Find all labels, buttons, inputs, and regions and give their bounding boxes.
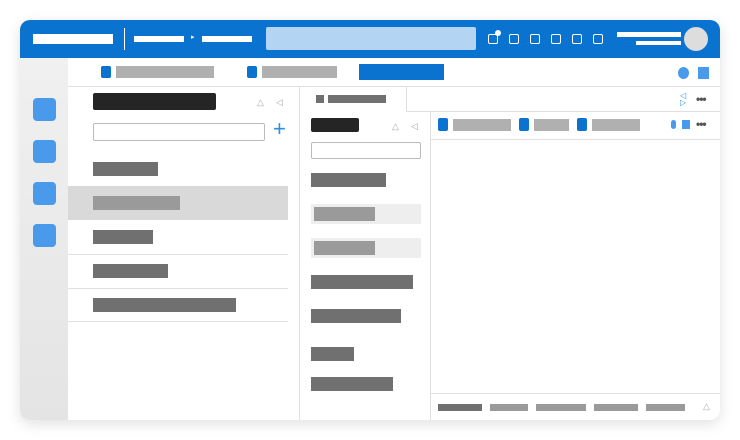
square-icon[interactable] <box>698 67 709 79</box>
status-item[interactable] <box>490 404 528 411</box>
user-name <box>617 32 681 37</box>
bell-dot-icon[interactable] <box>488 34 498 44</box>
user-org <box>636 41 681 45</box>
list-item-label <box>93 196 180 210</box>
more-dots-icon[interactable]: ••• <box>696 92 707 106</box>
section-title <box>311 118 359 132</box>
square-icon[interactable] <box>530 34 540 44</box>
status-item[interactable] <box>594 404 638 411</box>
tab-icon <box>101 66 111 78</box>
status-item[interactable] <box>646 404 685 411</box>
more-dots-icon[interactable]: ••• <box>696 117 707 131</box>
status-item[interactable] <box>438 404 482 411</box>
breadcrumb-chevron-icon: ▸ <box>191 34 195 41</box>
status-item[interactable] <box>536 404 586 411</box>
toolbar-button[interactable] <box>592 119 640 131</box>
triangle-up-icon[interactable]: △ <box>257 97 264 107</box>
breadcrumb-item[interactable] <box>134 36 184 42</box>
breadcrumb-item[interactable] <box>202 36 252 42</box>
app-window: ▸ △ ◁ + ◁▷ ••• <box>20 20 720 420</box>
tab-1[interactable] <box>116 66 214 78</box>
collapse-icon[interactable]: ◁▷ <box>680 91 687 107</box>
square-icon[interactable] <box>682 120 690 129</box>
square-icon[interactable] <box>572 34 582 44</box>
search-input[interactable] <box>266 27 476 50</box>
triangle-left-icon[interactable]: ◁ <box>276 97 283 107</box>
list-item[interactable] <box>93 298 236 312</box>
toolbar-icon <box>577 118 587 131</box>
square-icon[interactable] <box>509 34 519 44</box>
square-icon[interactable] <box>593 34 603 44</box>
square-icon[interactable] <box>551 34 561 44</box>
list-item[interactable] <box>93 162 158 176</box>
rail-button[interactable] <box>33 140 56 163</box>
toggle-icon[interactable] <box>671 120 676 129</box>
triangle-up-icon[interactable]: △ <box>392 121 399 131</box>
triangle-up-icon[interactable]: △ <box>703 401 710 411</box>
toolbar-icon <box>519 118 529 131</box>
list-item[interactable] <box>93 264 168 278</box>
list-item[interactable] <box>93 230 153 244</box>
list-item[interactable] <box>311 173 386 187</box>
filter-input[interactable] <box>311 142 421 159</box>
tab-icon <box>247 66 257 78</box>
rail-button[interactable] <box>33 98 56 121</box>
toolbar-button[interactable] <box>453 119 511 131</box>
list-item[interactable] <box>311 275 413 289</box>
divider <box>124 28 125 50</box>
notification-dot <box>495 30 501 36</box>
app-title[interactable] <box>33 34 113 44</box>
pane-title <box>93 93 216 110</box>
triangle-left-icon[interactable]: ◁ <box>411 121 418 131</box>
toolbar-button[interactable] <box>534 119 569 131</box>
list-item-label <box>314 241 375 255</box>
list-item[interactable] <box>311 309 401 323</box>
list-item[interactable] <box>311 347 354 361</box>
rail-button[interactable] <box>33 182 56 205</box>
tab-icon <box>316 95 324 103</box>
avatar[interactable] <box>684 27 708 51</box>
top-header: ▸ <box>20 20 720 58</box>
list-item[interactable] <box>311 377 393 391</box>
filter-input[interactable] <box>93 123 265 141</box>
rail-button[interactable] <box>33 224 56 247</box>
app-rail <box>20 58 68 420</box>
plus-icon[interactable]: + <box>273 116 286 141</box>
toolbar-icon <box>438 118 448 131</box>
doc-tab[interactable] <box>328 95 386 103</box>
list-item-label <box>314 207 375 221</box>
tab-2[interactable] <box>262 66 337 78</box>
tab-3-active[interactable] <box>359 64 444 80</box>
circle-icon[interactable] <box>678 67 689 79</box>
